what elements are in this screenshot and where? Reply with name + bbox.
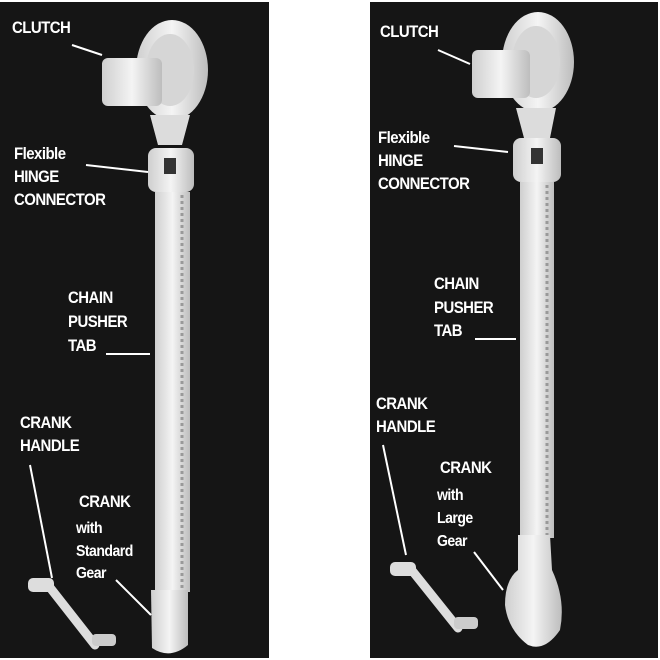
label-crank-right-1: CRANK: [440, 458, 492, 477]
label-hinge-left-1: Flexible: [14, 144, 66, 163]
left-shaft: [155, 192, 190, 592]
label-tab-left-1: CHAIN: [68, 288, 113, 307]
label-handle-left-2: HANDLE: [20, 436, 80, 455]
label-crank-left-3: Standard: [76, 543, 133, 560]
label-crank-right-3: Large: [437, 510, 473, 527]
label-crank-left-4: Gear: [76, 565, 107, 582]
right-hinge-connector: [513, 138, 561, 182]
right-large-gear: [505, 535, 562, 647]
label-handle-right-2: HANDLE: [376, 417, 436, 436]
label-clutch-left: CLUTCH: [12, 18, 71, 37]
right-leader-lines: [382, 49, 516, 591]
label-tab-right-3: TAB: [434, 321, 463, 340]
right-clutch: [472, 12, 574, 138]
label-tab-right-1: CHAIN: [434, 274, 479, 293]
right-crank-handle: [390, 562, 478, 633]
label-tab-right-2: PUSHER: [434, 298, 494, 317]
label-handle-right-1: CRANK: [376, 394, 428, 413]
left-crank-handle: [28, 578, 116, 650]
left-hinge-connector: [148, 148, 194, 192]
label-hinge-left-3: CONNECTOR: [14, 190, 106, 209]
left-clutch: [102, 20, 208, 145]
label-hinge-left-2: HINGE: [14, 167, 59, 186]
label-hinge-right-2: HINGE: [378, 151, 423, 170]
label-tab-left-2: PUSHER: [68, 312, 128, 331]
label-crank-right-4: Gear: [437, 533, 468, 550]
label-crank-right-2: with: [437, 487, 464, 504]
label-handle-left-1: CRANK: [20, 413, 72, 432]
large-gear-panel: [370, 2, 658, 658]
label-clutch-right: CLUTCH: [380, 22, 439, 41]
left-standard-gear: [151, 590, 188, 654]
label-crank-left-2: with: [76, 520, 103, 537]
standard-gear-panel: [0, 2, 269, 658]
right-shaft: [520, 182, 554, 538]
label-hinge-right-1: Flexible: [378, 128, 430, 147]
left-leader-lines: [29, 44, 152, 616]
label-tab-left-3: TAB: [68, 336, 97, 355]
label-crank-left-1: CRANK: [79, 492, 131, 511]
label-hinge-right-3: CONNECTOR: [378, 174, 470, 193]
